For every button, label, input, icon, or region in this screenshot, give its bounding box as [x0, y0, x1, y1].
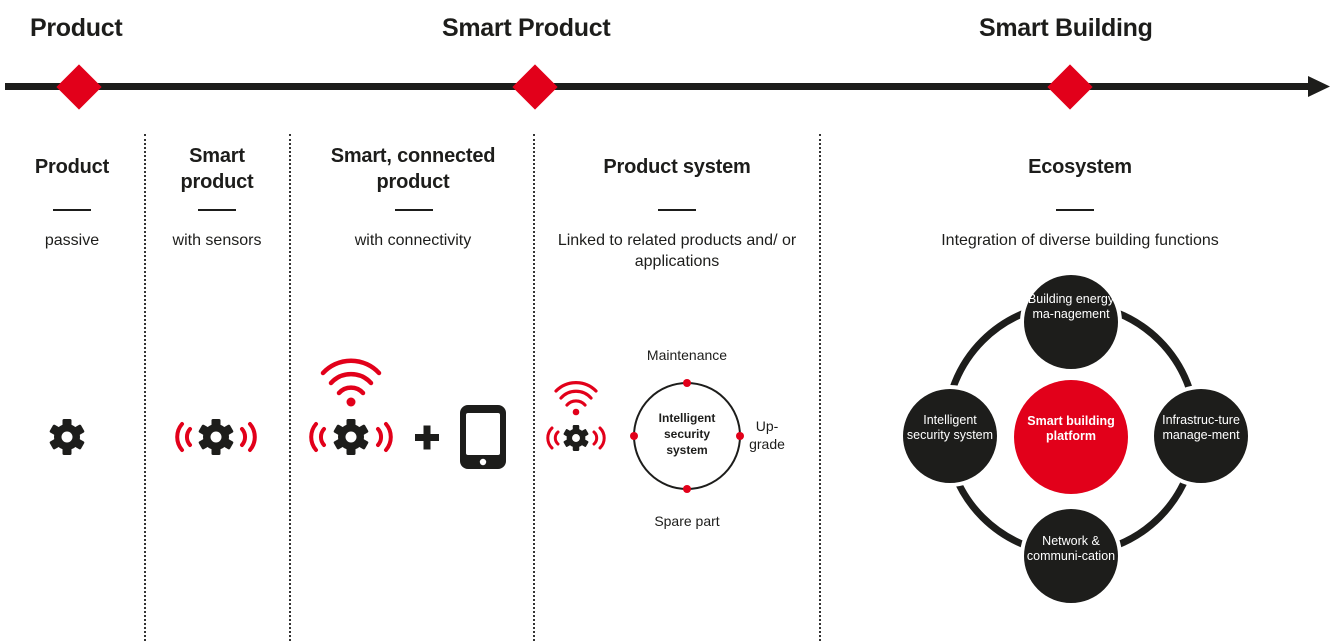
wifi-icon	[320, 358, 382, 407]
product-system-ring	[630, 379, 744, 493]
energy-management-node	[1020, 271, 1122, 373]
column-divider-dash	[198, 209, 236, 211]
gear-icon	[49, 419, 85, 455]
plus-icon	[415, 425, 439, 450]
energy-management-label: Building energy ma-nagement	[1027, 292, 1115, 321]
small-connected-gear-icon	[546, 381, 606, 451]
gear-icon	[198, 419, 234, 455]
gear-icon	[333, 419, 369, 455]
product-system-center-label: Intelligent security system	[658, 411, 716, 457]
infrastructure-node	[1150, 385, 1252, 487]
security-system-node	[899, 385, 1001, 487]
column-divider	[289, 134, 291, 641]
column-divider	[144, 134, 146, 641]
sensor-gear-icon	[175, 419, 257, 455]
product-system-upgrade-label: Up-grade	[749, 418, 785, 452]
stage-title-product: Product	[30, 14, 123, 42]
column-subtitle-ecosystem: Integration of diverse building function…	[941, 232, 1219, 249]
product-system-maintenance-label: Maintenance	[646, 347, 728, 363]
connected-gear-icon	[309, 358, 393, 455]
gear-icon	[563, 425, 589, 451]
column-title-product-system: Product system	[603, 156, 751, 178]
column-title-ecosystem: Ecosystem	[1028, 156, 1132, 178]
signal-wave-icon	[546, 426, 606, 450]
column-divider	[819, 134, 821, 641]
smartphone-icon	[460, 405, 506, 469]
network-node	[1020, 505, 1122, 607]
security-system-label: Intelligent security system	[906, 413, 994, 442]
column-subtitle-smart-connected-product: with connectivity	[354, 232, 472, 249]
stage-title-smart-building: Smart Building	[979, 14, 1153, 42]
column-title-smart-product: Smart product	[180, 145, 254, 193]
ecosystem-network	[899, 271, 1252, 607]
timeline-arrow	[5, 76, 1330, 97]
column-divider	[533, 134, 535, 641]
smart-building-platform-label: Smart building platform	[1027, 414, 1115, 443]
column-subtitle-product: passive	[44, 232, 100, 249]
signal-wave-icon	[309, 422, 393, 452]
column-divider-dash	[658, 209, 696, 211]
column-divider-dash	[1056, 209, 1094, 211]
column-subtitle-product-system: Linked to related products and/ or appli…	[557, 232, 797, 270]
network-communication-label: Network & communi-cation	[1026, 534, 1116, 563]
column-divider-dash	[53, 209, 91, 211]
platform-node	[1014, 380, 1128, 494]
infrastructure-label: Infrastruc-ture manage-ment	[1162, 413, 1240, 442]
stage-title-smart-product: Smart Product	[442, 14, 611, 42]
column-divider-dash	[395, 209, 433, 211]
signal-wave-icon	[175, 422, 257, 452]
wifi-icon	[554, 381, 598, 416]
column-title-smart-connected-product: Smart, connected product	[330, 145, 496, 193]
column-title-product: Product	[34, 156, 110, 178]
product-system-spare-part-label: Spare part	[654, 513, 720, 529]
column-subtitle-smart-product: with sensors	[172, 232, 262, 249]
